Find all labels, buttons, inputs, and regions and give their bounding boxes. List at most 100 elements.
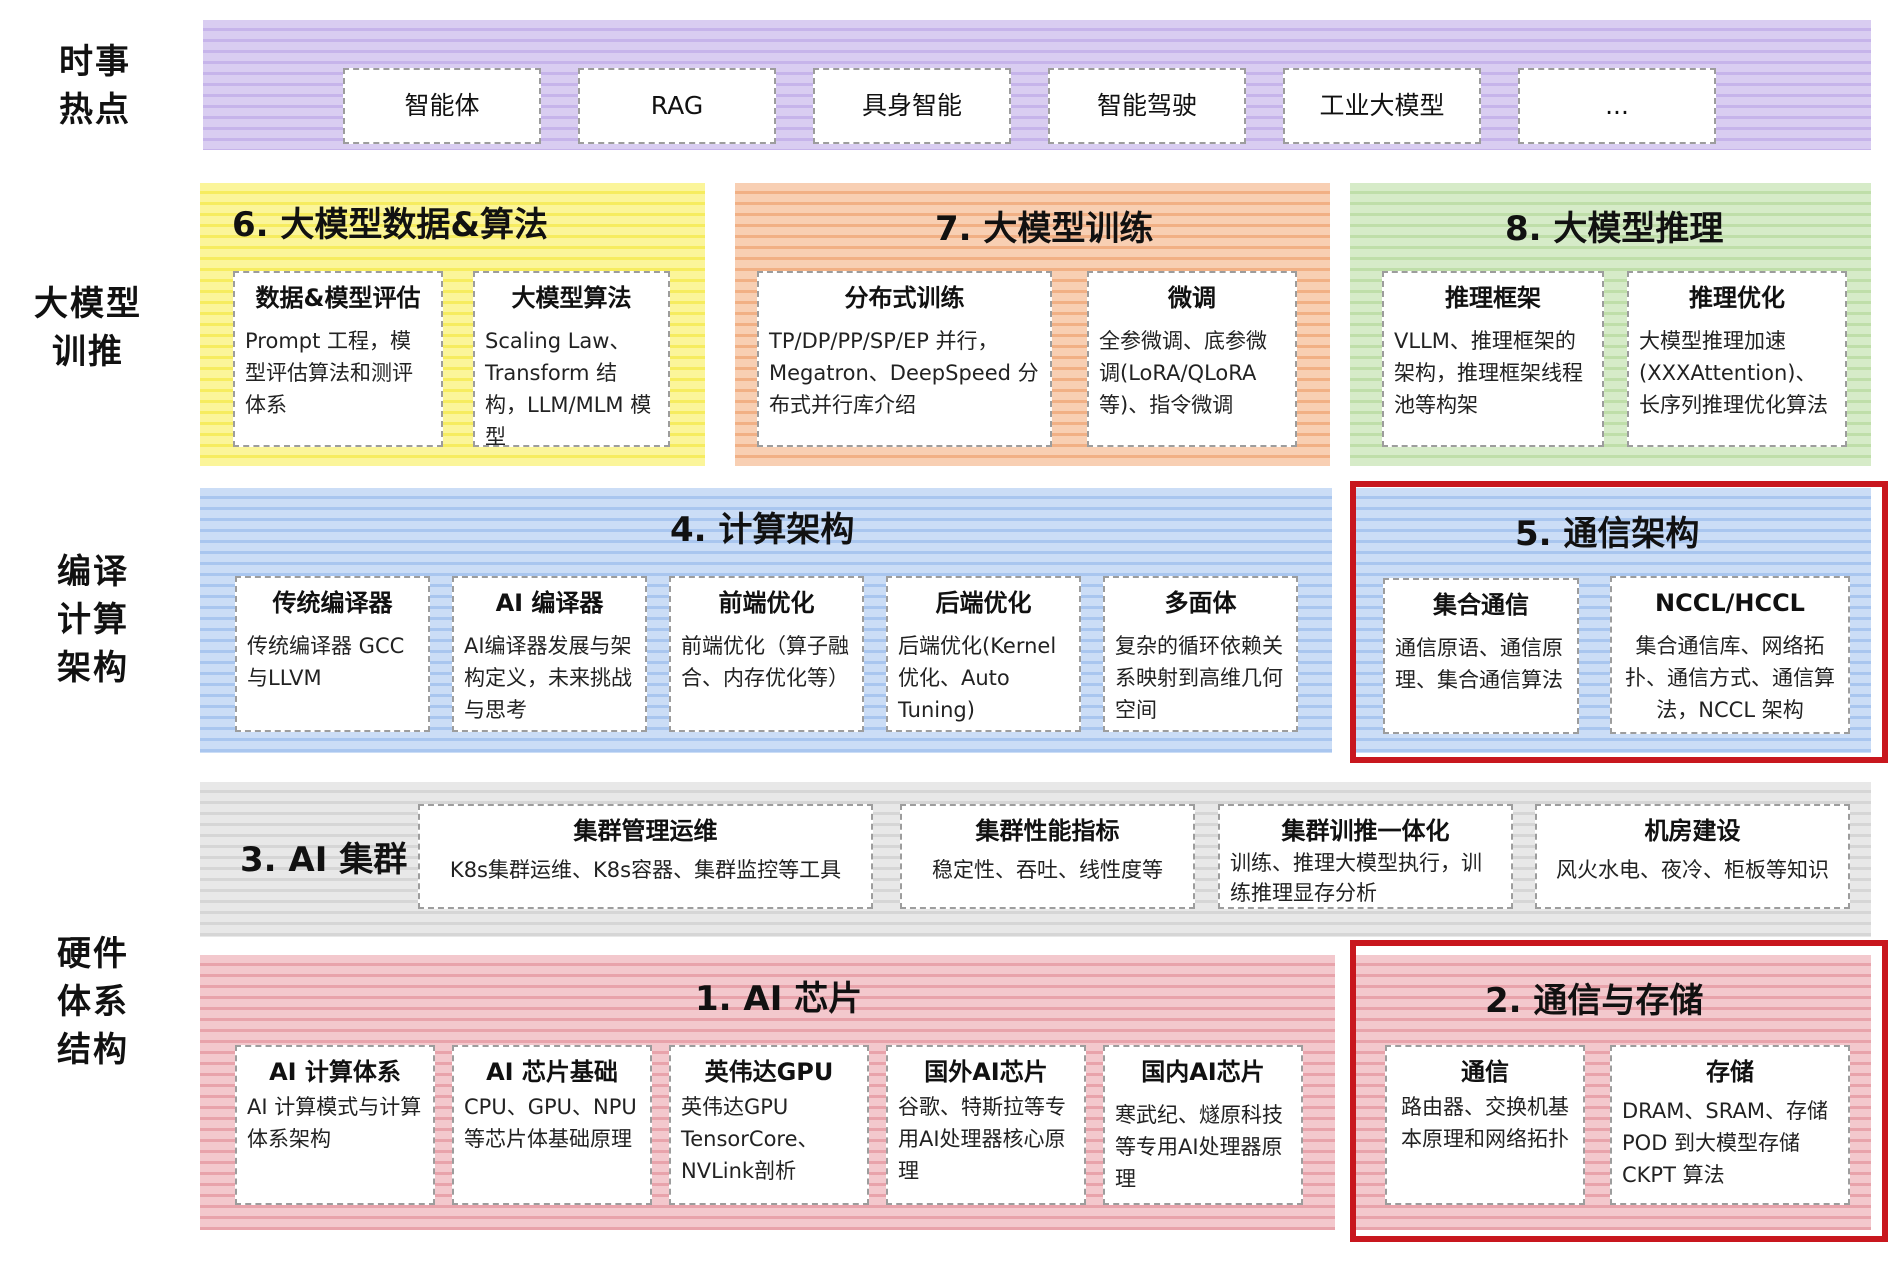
card-nvidia-gpu: 英伟达GPU 英伟达GPU TensorCore、NVLink剖析 [669, 1045, 869, 1205]
card-cluster-train-infer: 集群训推一体化 训练、推理大模型执行，训练推理显存分析 [1218, 804, 1513, 909]
section-1-band: 1. AI 芯片 AI 计算体系 AI 计算模式与计算体系架构 AI 芯片基础 … [200, 955, 1335, 1230]
section-4-band: 4. 计算架构 传统编译器 传统编译器 GCC与LLVM AI 编译器 AI编译… [200, 488, 1332, 753]
section-7-band: 7. 大模型训练 分布式训练 TP/DP/PP/SP/EP 并行，Megatro… [735, 183, 1330, 466]
section-1-title: 1. AI 芯片 [695, 979, 863, 1019]
card-desc: 全参微调、底参微调(LoRA/QLoRA等)、指令微调 [1099, 329, 1267, 417]
card-communication: 通信 路由器、交换机基本原理和网络拓扑 [1385, 1045, 1585, 1205]
card-datacenter-build: 机房建设 风火水电、夜冷、柜板等知识 [1535, 804, 1850, 909]
section-2-title: 2. 通信与存储 [1485, 981, 1704, 1021]
card-storage: 存储 DRAM、SRAM、存储 POD 到大模型存储 CKPT 算法 [1610, 1045, 1850, 1205]
card-backend-optimization: 后端优化 后端优化(Kernel优化、Auto Tuning) [886, 576, 1081, 732]
card-polyhedral: 多面体 复杂的循环依赖关系映射到高维几何空间 [1103, 576, 1298, 732]
card-title: 集群管理运维 [573, 817, 718, 845]
card-desc: AI编译器发展与架构定义，未来挑战与思考 [464, 634, 632, 722]
card-title: 存储 [1706, 1058, 1754, 1086]
card-desc: 寒武纪、燧原科技等专用AI处理器原理 [1115, 1103, 1283, 1191]
card-data-model-eval: 数据&模型评估 Prompt 工程，模型评估算法和测评体系 [233, 271, 443, 447]
card-desc: AI 计算模式与计算体系架构 [247, 1095, 422, 1151]
hot-topic: ... [1518, 68, 1716, 144]
card-title: 通信 [1461, 1058, 1509, 1086]
card-collective-comm: 集合通信 通信原语、通信原理、集合通信算法 [1383, 578, 1579, 734]
card-desc: DRAM、SRAM、存储 POD 到大模型存储 CKPT 算法 [1622, 1099, 1828, 1187]
card-title: 分布式训练 [844, 284, 965, 312]
card-desc: 前端优化（算子融合、内存优化等） [681, 634, 849, 690]
card-frontend-optimization: 前端优化 前端优化（算子融合、内存优化等） [669, 576, 864, 732]
card-title: 多面体 [1164, 589, 1237, 617]
card-finetune: 微调 全参微调、底参微调(LoRA/QLoRA等)、指令微调 [1087, 271, 1297, 447]
highlight-frame-comm-storage [1350, 940, 1888, 1242]
card-desc: Scaling Law、Transform 结构，LLM/MLM 模型 [485, 329, 652, 449]
card-distributed-training: 分布式训练 TP/DP/PP/SP/EP 并行，Megatron、DeepSpe… [757, 271, 1052, 447]
card-desc: 后端优化(Kernel优化、Auto Tuning) [898, 634, 1057, 722]
card-title: 前端优化 [718, 589, 815, 617]
section-4-title: 4. 计算架构 [670, 510, 855, 550]
card-desc: 英伟达GPU TensorCore、NVLink剖析 [681, 1095, 819, 1183]
card-title: AI 计算体系 [269, 1058, 401, 1086]
section-7-title: 7. 大模型训练 [935, 209, 1154, 249]
card-title: 传统编译器 [272, 589, 393, 617]
card-title: 推理优化 [1689, 284, 1785, 312]
card-desc: 大模型推理加速(XXXAttention)、长序列推理优化算法 [1639, 329, 1828, 417]
card-llm-algorithm: 大模型算法 Scaling Law、Transform 结构，LLM/MLM 模… [473, 271, 670, 449]
card-desc: K8s集群运维、K8s容器、集群监控等工具 [449, 858, 842, 882]
section-2-band: 2. 通信与存储 通信 路由器、交换机基本原理和网络拓扑 存储 DRAM、SRA… [1355, 955, 1871, 1230]
section-3-title: 3. AI 集群 [240, 840, 408, 880]
card-title: 机房建设 [1644, 817, 1741, 845]
card-desc: 路由器、交换机基本原理和网络拓扑 [1401, 1095, 1569, 1151]
row-label-hot: 时事 热点 [59, 42, 131, 130]
card-title: 国外AI芯片 [924, 1058, 1048, 1086]
hot-topic: RAG [578, 68, 776, 144]
section-5-band: 5. 通信架构 集合通信 通信原语、通信原理、集合通信算法 NCCL/HCCL … [1355, 488, 1871, 753]
card-desc: 通信原语、通信原理、集合通信算法 [1395, 636, 1563, 692]
section-6-band: 6. 大模型数据&算法 数据&模型评估 Prompt 工程，模型评估算法和测评体… [200, 183, 705, 466]
card-title: AI 编译器 [495, 589, 604, 617]
highlight-frame-communication [1350, 481, 1888, 763]
card-title: 集合通信 [1433, 591, 1529, 619]
card-cluster-ops: 集群管理运维 K8s集群运维、K8s容器、集群监控等工具 [418, 804, 873, 909]
card-desc: 集合通信库、网络拓扑、通信方式、通信算法，NCCL 架构 [1625, 634, 1835, 722]
card-traditional-compiler: 传统编译器 传统编译器 GCC与LLVM [235, 576, 430, 732]
hot-topic: 具身智能 [813, 68, 1011, 144]
section-8-title: 8. 大模型推理 [1505, 209, 1724, 249]
card-inference-optimization: 推理优化 大模型推理加速(XXXAttention)、长序列推理优化算法 [1627, 271, 1847, 447]
card-desc: 谷歌、特斯拉等专用AI处理器核心原理 [898, 1095, 1066, 1183]
card-desc: 风火水电、夜冷、柜板等知识 [1556, 858, 1829, 882]
section-8-band: 8. 大模型推理 推理框架 VLLM、推理框架的架构，推理框架线程池等构架 推理… [1350, 183, 1871, 466]
card-title: 英伟达GPU [704, 1058, 834, 1086]
section-5-title: 5. 通信架构 [1515, 514, 1700, 554]
hot-topic: 智能驾驶 [1048, 68, 1246, 144]
card-title: AI 芯片基础 [486, 1058, 618, 1086]
card-foreign-ai-chips: 国外AI芯片 谷歌、特斯拉等专用AI处理器核心原理 [886, 1045, 1086, 1205]
card-title: 国内AI芯片 [1141, 1058, 1265, 1086]
card-title: 集群训推一体化 [1281, 817, 1450, 845]
card-title: 数据&模型评估 [255, 284, 421, 312]
section-3-band: 3. AI 集群 集群管理运维 K8s集群运维、K8s容器、集群监控等工具 集群… [200, 782, 1871, 937]
card-title: 微调 [1168, 284, 1216, 312]
section-6-title: 6. 大模型数据&算法 [232, 205, 549, 245]
card-domestic-ai-chips: 国内AI芯片 寒武纪、燧原科技等专用AI处理器原理 [1103, 1045, 1303, 1205]
card-ai-compiler: AI 编译器 AI编译器发展与架构定义，未来挑战与思考 [452, 576, 647, 732]
card-desc: VLLM、推理框架的架构，推理框架线程池等构架 [1394, 329, 1583, 417]
card-desc: 传统编译器 GCC与LLVM [247, 634, 405, 690]
card-cluster-metrics: 集群性能指标 稳定性、吞吐、线性度等 [900, 804, 1195, 909]
card-title: 集群性能指标 [975, 817, 1120, 845]
card-title: NCCL/HCCL [1655, 589, 1805, 617]
card-desc: 稳定性、吞吐、线性度等 [932, 858, 1163, 882]
card-title: 推理框架 [1445, 284, 1541, 312]
card-nccl-hccl: NCCL/HCCL 集合通信库、网络拓扑、通信方式、通信算法，NCCL 架构 [1610, 576, 1850, 734]
row-label-compiler: 编译 计算 架构 [57, 552, 129, 688]
card-desc: 训练、推理大模型执行，训练推理显存分析 [1230, 851, 1482, 905]
card-inference-framework: 推理框架 VLLM、推理框架的架构，推理框架线程池等构架 [1382, 271, 1604, 447]
hot-topics-band: 智能体 RAG 具身智能 智能驾驶 工业大模型 ... [203, 20, 1871, 150]
card-desc: TP/DP/PP/SP/EP 并行，Megatron、DeepSpeed 分布式… [769, 329, 1039, 417]
row-label-llm: 大模型 训推 [34, 284, 142, 372]
hot-topic: 工业大模型 [1283, 68, 1481, 144]
card-desc: 复杂的循环依赖关系映射到高维几何空间 [1115, 634, 1283, 722]
row-label-hardware: 硬件 体系 结构 [57, 934, 129, 1070]
card-desc: CPU、GPU、NPU等芯片体基础原理 [464, 1095, 637, 1151]
hot-topic: 智能体 [343, 68, 541, 144]
card-ai-chip-basics: AI 芯片基础 CPU、GPU、NPU等芯片体基础原理 [452, 1045, 652, 1205]
card-title: 大模型算法 [511, 284, 632, 312]
card-ai-compute-system: AI 计算体系 AI 计算模式与计算体系架构 [235, 1045, 435, 1205]
card-desc: Prompt 工程，模型评估算法和测评体系 [245, 329, 413, 417]
